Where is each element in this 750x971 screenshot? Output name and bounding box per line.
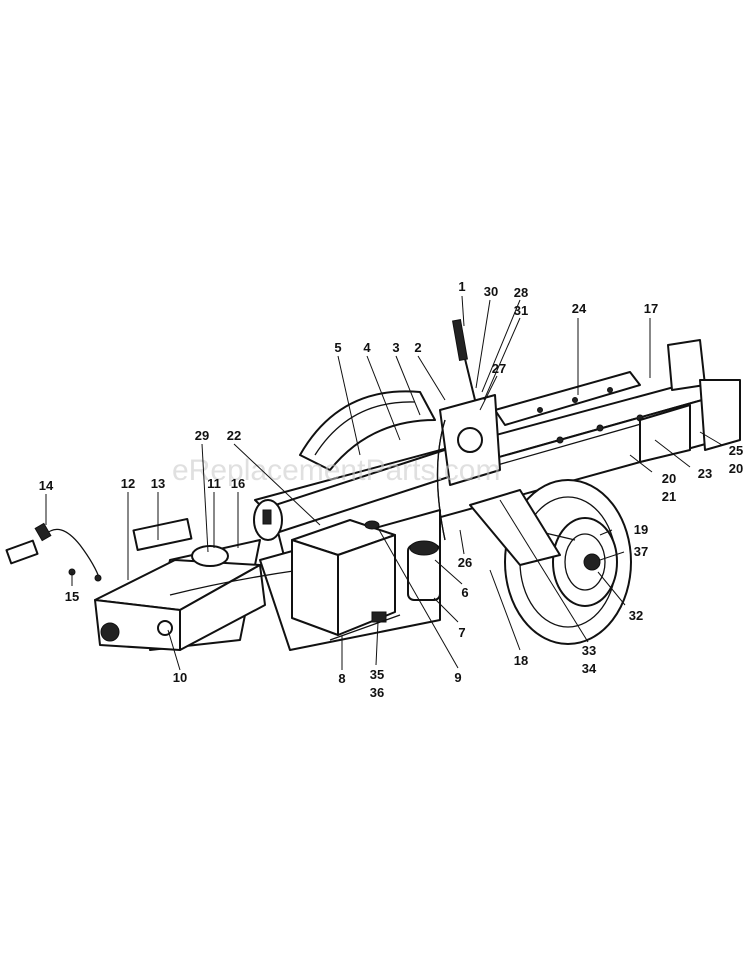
callout-21: 21: [662, 489, 676, 504]
callout-20-lower: 20: [662, 471, 676, 486]
callout-5: 5: [334, 340, 341, 355]
leader-lines: [45, 295, 723, 671]
callout-28: 28: [514, 285, 528, 300]
callout-33: 33: [582, 643, 596, 658]
callout-17: 17: [644, 301, 658, 316]
callout-36: 36: [370, 685, 384, 700]
beam-end-bracket: [639, 339, 741, 463]
callout-4: 4: [363, 340, 371, 355]
wiring-harness: [5, 522, 102, 582]
callout-27: 27: [492, 361, 506, 376]
callout-20: 20: [729, 461, 743, 476]
callout-11: 11: [207, 476, 221, 491]
callout-23: 23: [698, 466, 712, 481]
callout-26: 26: [458, 555, 472, 570]
tank-strap: [329, 611, 401, 641]
callout-16: 16: [231, 476, 245, 491]
callout-labels: 1 30 28 31 24 17 27 5 4 3 2 29 22 25 20 …: [39, 279, 743, 700]
watermark: eReplacementParts.com: [172, 454, 500, 487]
callout-22: 22: [227, 428, 241, 443]
callout-35: 35: [370, 667, 384, 682]
wedge-guard-disc: [299, 390, 436, 471]
callout-18: 18: [514, 653, 528, 668]
reservoir-tank: [291, 519, 396, 636]
callout-19: 19: [634, 522, 648, 537]
callout-31: 31: [514, 303, 528, 318]
callout-10: 10: [173, 670, 187, 685]
callout-15: 15: [65, 589, 79, 604]
callout-3: 3: [392, 340, 399, 355]
callout-2: 2: [414, 340, 421, 355]
callout-12: 12: [121, 476, 135, 491]
callout-14: 14: [39, 478, 54, 493]
callout-30: 30: [484, 284, 498, 299]
engine-unit: [94, 517, 301, 651]
callout-37: 37: [634, 544, 648, 559]
hydraulic-filter: [407, 540, 441, 601]
callout-1: 1: [458, 279, 465, 294]
callout-9: 9: [454, 670, 461, 685]
callout-13: 13: [151, 476, 165, 491]
callout-32: 32: [629, 608, 643, 623]
control-valve: [436, 319, 501, 541]
callout-34: 34: [582, 661, 597, 676]
machine-illustration: eReplacementParts.com: [5, 319, 741, 651]
callout-7: 7: [458, 625, 465, 640]
callout-24: 24: [572, 301, 587, 316]
log-cradle-plate: [494, 371, 641, 426]
axle-support: [469, 489, 561, 566]
callout-29: 29: [195, 428, 209, 443]
callout-8: 8: [338, 671, 345, 686]
callout-6: 6: [461, 585, 468, 600]
callout-25: 25: [729, 443, 743, 458]
hydraulic-cylinder: [253, 444, 471, 541]
